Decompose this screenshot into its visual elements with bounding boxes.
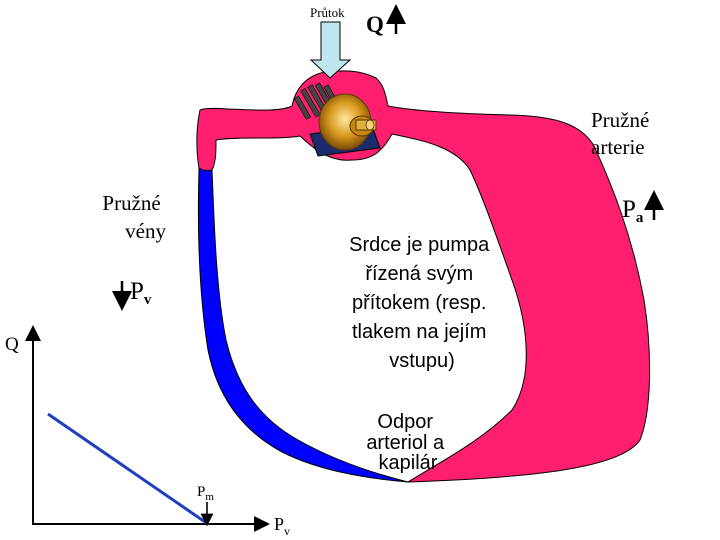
graph-marker-label: Pm <box>197 484 214 503</box>
graph-curve <box>47 412 209 526</box>
arterial-pressure-label: Pa <box>622 196 644 226</box>
pump-motor-icon <box>293 82 381 157</box>
graph-x-axis-label: Pv <box>274 514 290 538</box>
graph-y-axis-label: Q <box>5 334 19 355</box>
inflow-arrow <box>309 21 352 79</box>
resistance-label: Odpor arteriol a kapilár <box>366 411 449 474</box>
flow-symbol: Q <box>366 12 384 37</box>
arterial-system <box>196 70 651 483</box>
flow-label: Průtok <box>310 5 345 20</box>
veins-label: Pružné vény <box>102 191 166 243</box>
venous-system <box>197 167 409 483</box>
flow-pressure-graph: Q Pv Pm <box>5 325 290 538</box>
arteries-label: Pružné arterie <box>591 108 655 159</box>
venous-pressure-label: Pv <box>130 278 152 308</box>
heart-description: Srdce je pumpa řízená svým přítokem (res… <box>349 234 495 372</box>
